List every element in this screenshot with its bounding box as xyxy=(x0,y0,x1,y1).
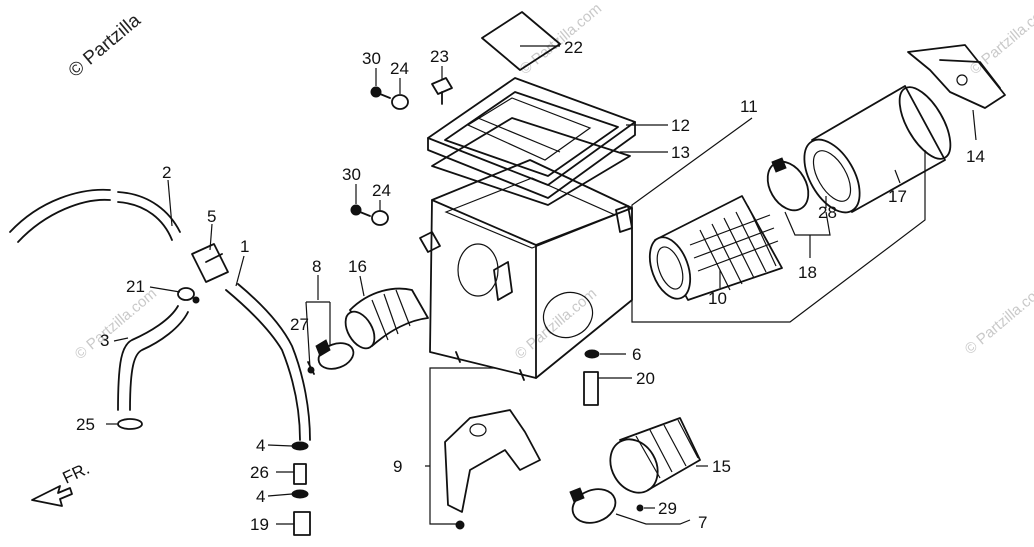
callout-13: 13 xyxy=(671,143,690,162)
callout-25: 25 xyxy=(76,415,95,434)
part-9-cover xyxy=(444,409,541,530)
part-13-gasket xyxy=(431,117,631,206)
callout-10: 10 xyxy=(708,289,727,308)
front-arrow-icon xyxy=(31,485,73,507)
part-10-filter xyxy=(648,195,783,301)
part-30-bolt-lower xyxy=(350,204,371,217)
callout-30-lower: 30 xyxy=(342,165,361,184)
part-24-grommet-upper xyxy=(391,94,409,110)
callout-23: 23 xyxy=(430,47,449,66)
callout-28: 28 xyxy=(818,203,837,222)
part-25-clip xyxy=(117,418,143,430)
callout-1: 1 xyxy=(240,237,249,256)
callout-19: 19 xyxy=(250,515,269,534)
callout-21: 21 xyxy=(126,277,145,296)
callout-3: 3 xyxy=(100,331,109,350)
part-4-clip-lower xyxy=(291,489,309,499)
watermark-4: © Partzilla.com xyxy=(967,0,1034,78)
callout-6: 6 xyxy=(632,345,641,364)
part-7-band xyxy=(569,487,644,524)
watermark-3: © Partzilla.com xyxy=(962,280,1034,358)
callout-11: 11 xyxy=(740,97,758,116)
part-14-bracket xyxy=(907,44,1006,109)
part-23-clip xyxy=(431,77,453,105)
part-15-bellows xyxy=(609,417,701,494)
callout-4-lower: 4 xyxy=(256,487,265,506)
watermark-5: © Partzilla.com xyxy=(517,0,605,78)
callout-8: 8 xyxy=(312,257,321,276)
callout-24-lower: 24 xyxy=(372,181,391,200)
part-26-joint xyxy=(293,463,307,485)
watermark-1: © Partzilla.com xyxy=(72,285,160,363)
part-6-clip xyxy=(584,349,600,359)
callout-30-upper: 30 xyxy=(362,49,381,68)
watermark-main: © Partzilla xyxy=(65,10,145,82)
leader-lines xyxy=(106,45,977,525)
callout-15: 15 xyxy=(712,457,731,476)
callout-5: 5 xyxy=(207,207,216,226)
front-label: FR. xyxy=(60,459,93,488)
callout-labels: 1 2 3 4 4 5 6 7 8 9 10 11 12 13 14 15 16… xyxy=(76,38,985,534)
callout-26: 26 xyxy=(250,463,269,482)
part-1-tube xyxy=(225,283,311,441)
part-5-tjoint xyxy=(191,243,229,283)
callout-16: 16 xyxy=(348,257,367,276)
callout-2: 2 xyxy=(162,163,171,182)
callout-7: 7 xyxy=(698,513,707,532)
part-22-sheet xyxy=(481,11,561,71)
part-4-clip-upper xyxy=(291,441,309,451)
callout-9: 9 xyxy=(393,457,402,476)
part-17-cylinder xyxy=(803,85,952,214)
callout-29: 29 xyxy=(658,499,677,518)
part-20-tube xyxy=(583,371,599,406)
part-19-cap xyxy=(293,511,311,536)
part-2-tube xyxy=(9,188,181,243)
callout-4-upper: 4 xyxy=(256,436,265,455)
part-30-bolt-upper xyxy=(370,86,391,99)
callout-14: 14 xyxy=(966,147,985,166)
callout-22: 22 xyxy=(564,38,583,57)
part-16-elbow xyxy=(344,287,429,350)
callout-27: 27 xyxy=(290,315,309,334)
callout-18: 18 xyxy=(798,263,817,282)
part-21-clip xyxy=(177,287,200,304)
callout-24-upper: 24 xyxy=(390,59,409,78)
callout-12: 12 xyxy=(671,116,690,135)
part-3-tube xyxy=(117,305,189,411)
part-24-grommet-lower xyxy=(371,210,389,226)
part-12-cover xyxy=(427,77,636,199)
callout-17: 17 xyxy=(888,187,907,206)
callout-20: 20 xyxy=(636,369,655,388)
part-27-clamp xyxy=(307,339,355,375)
